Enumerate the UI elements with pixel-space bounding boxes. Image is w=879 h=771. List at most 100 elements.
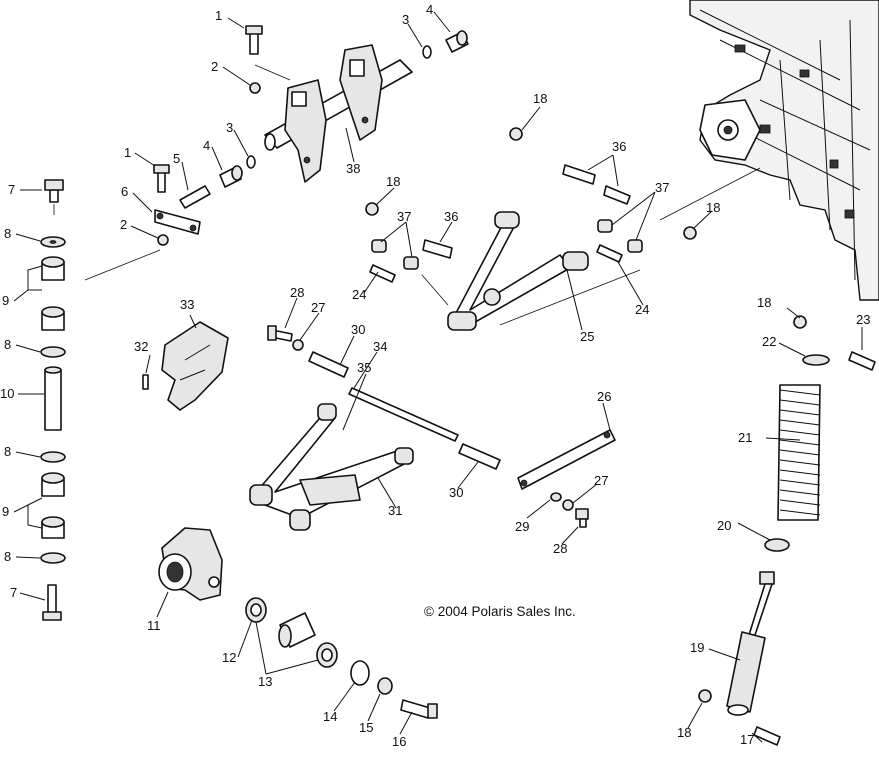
callout-18: 18	[386, 174, 400, 189]
callout-20: 20	[717, 518, 731, 533]
callout-17: 17	[740, 732, 754, 747]
bolt-1-mid	[153, 164, 170, 193]
bolt-36-left	[422, 239, 453, 259]
axle-34	[348, 387, 459, 442]
callout-21: 21	[738, 430, 752, 445]
callout-8: 8	[4, 337, 11, 352]
callout-6: 6	[121, 184, 128, 199]
callout-10: 10	[0, 386, 14, 401]
tube-30-lower	[458, 443, 501, 470]
nut-27-lower	[562, 499, 574, 511]
callout-3: 3	[226, 120, 233, 135]
callout-8: 8	[4, 226, 11, 241]
callout-24: 24	[635, 302, 649, 317]
left-mount-stack	[40, 179, 66, 621]
callout-32: 32	[134, 339, 148, 354]
callout-8: 8	[4, 444, 11, 459]
nuts-18	[365, 127, 807, 703]
reference-lines	[84, 64, 761, 326]
bushing-4-top	[445, 30, 469, 53]
callout-34: 34	[373, 339, 387, 354]
callout-4: 4	[203, 138, 210, 153]
bushing-37-left-b	[403, 256, 419, 270]
callout-22: 22	[762, 334, 776, 349]
callout-25: 25	[580, 329, 594, 344]
callout-2: 2	[120, 217, 127, 232]
callout-16: 16	[392, 734, 406, 749]
o-ring-3-mid	[246, 155, 256, 169]
callout-labels: 1 1 2 2 3 3 4 4 5 6 7 7 8 8 8 8 9 9 10 1…	[0, 2, 870, 749]
knuckle-11	[158, 527, 223, 601]
callout-5: 5	[173, 151, 180, 166]
bolt-16	[400, 699, 438, 719]
rear-mount-bracket-38	[264, 44, 413, 183]
callout-37: 37	[655, 180, 669, 195]
washer-29	[550, 492, 562, 502]
link-6	[154, 209, 201, 235]
chassis-frame	[689, 0, 879, 301]
callout-18: 18	[533, 91, 547, 106]
callout-36: 36	[444, 209, 458, 224]
callout-7: 7	[8, 182, 15, 197]
callout-1: 1	[215, 8, 222, 23]
bolts-36-right	[562, 164, 631, 205]
lower-a-arm-31	[249, 403, 414, 531]
bolt-28-upper	[267, 325, 293, 342]
callout-18: 18	[757, 295, 771, 310]
callout-27: 27	[311, 300, 325, 315]
callout-14: 14	[323, 709, 337, 724]
bolt-17	[753, 726, 781, 746]
callout-3: 3	[402, 12, 409, 27]
bolt-28-lower	[575, 508, 589, 528]
spacer-12	[278, 612, 316, 648]
callout-28: 28	[553, 541, 567, 556]
pin-5	[179, 185, 211, 209]
bearing-13-left	[245, 597, 267, 623]
spring-retainer-22	[802, 354, 830, 366]
callout-7: 7	[10, 585, 17, 600]
guard-33	[161, 321, 229, 411]
callout-9: 9	[2, 504, 9, 519]
callout-28: 28	[290, 285, 304, 300]
nut-2-top	[249, 82, 261, 94]
callout-35: 35	[357, 360, 371, 375]
callout-18: 18	[706, 200, 720, 215]
bolt-32	[142, 374, 149, 390]
callout-27: 27	[594, 473, 608, 488]
callout-4: 4	[426, 2, 433, 17]
callout-24: 24	[352, 287, 366, 302]
link-bar-26	[517, 429, 616, 490]
bearing-13-right	[316, 642, 338, 668]
callout-31: 31	[388, 503, 402, 518]
tube-30-upper	[308, 351, 349, 378]
callout-12: 12	[222, 650, 236, 665]
callout-15: 15	[359, 720, 373, 735]
bushing-37-right-a	[597, 219, 613, 233]
shock-19	[726, 571, 775, 716]
callout-36: 36	[612, 139, 626, 154]
sleeve-24-left	[369, 264, 396, 283]
bushing-37-left-a	[371, 239, 387, 253]
washer-14	[350, 660, 370, 686]
bushing-37-right-b	[627, 239, 643, 253]
bolt-1-top	[245, 25, 263, 55]
callout-1: 1	[124, 145, 131, 160]
callout-13: 13	[258, 674, 272, 689]
callout-11: 11	[147, 618, 161, 633]
upper-a-arm-25	[447, 211, 589, 331]
bushing-4-mid	[219, 165, 243, 188]
nut-27-upper	[292, 339, 304, 351]
spring-retainer-20	[764, 538, 790, 552]
spring-21	[777, 384, 821, 521]
callout-29: 29	[515, 519, 529, 534]
callout-38: 38	[346, 161, 360, 176]
nut-2-mid	[157, 234, 169, 246]
washer-15	[377, 677, 393, 695]
callout-8: 8	[4, 549, 11, 564]
copyright-notice: © 2004 Polaris Sales Inc.	[424, 604, 576, 619]
leader-lines	[13, 11, 863, 743]
callout-9: 9	[2, 293, 9, 308]
callout-23: 23	[856, 312, 870, 327]
o-ring-3-top	[422, 45, 432, 59]
